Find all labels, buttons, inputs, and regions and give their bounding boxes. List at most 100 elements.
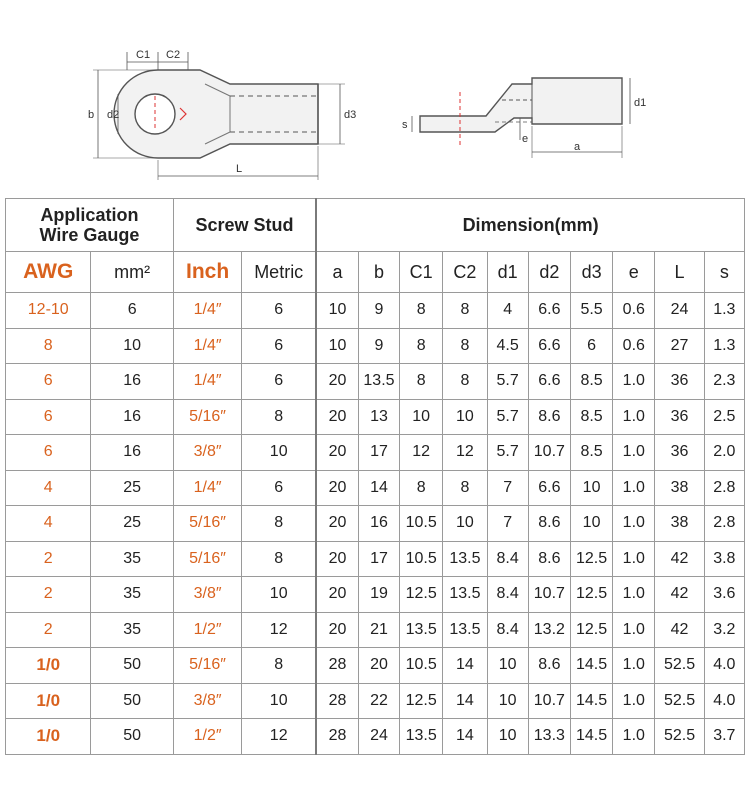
cell-dim: 14 — [442, 647, 488, 684]
cell-dim: 10 — [442, 505, 488, 542]
cell-dim: 9 — [357, 292, 401, 329]
cell-mm2: 25 — [90, 505, 174, 542]
cell-dim: 20 — [315, 576, 359, 613]
cell-dim: 3.7 — [703, 718, 746, 755]
cell-dim: 2.8 — [703, 469, 746, 506]
cell-metric: 8 — [241, 647, 317, 684]
label-b: b — [88, 109, 94, 121]
cell-dim: 1.0 — [612, 505, 656, 542]
cell-dim: 1.0 — [612, 611, 656, 648]
cell-dim: 1.0 — [612, 540, 656, 577]
cell-dim: 10.5 — [399, 647, 444, 684]
cell-dim: 52.5 — [654, 647, 705, 684]
header-dimension: Dimension(mm) — [315, 198, 746, 252]
cell-awg: 1/0 — [4, 682, 92, 719]
cell-mm2: 6 — [90, 292, 174, 329]
cell-dim: 6.6 — [527, 327, 571, 364]
header-screw-stud: Screw Stud — [172, 198, 317, 252]
cell-dim: 14 — [442, 718, 488, 755]
label-d3: d3 — [344, 109, 356, 121]
cell-dim: 12.5 — [569, 611, 614, 648]
subheader-s: s — [703, 251, 746, 293]
cell-dim: 13.5 — [399, 611, 444, 648]
label-L: L — [236, 163, 242, 175]
cell-mm2: 25 — [90, 469, 174, 506]
cell-dim: 27 — [654, 327, 705, 364]
cell-metric: 10 — [241, 576, 317, 613]
subheader-d2: d2 — [527, 251, 571, 293]
cell-dim: 13 — [357, 398, 401, 435]
cell-dim: 5.7 — [486, 363, 529, 400]
cell-awg: 4 — [4, 505, 92, 542]
cell-dim: 2.0 — [703, 434, 746, 471]
cell-dim: 13.5 — [442, 576, 488, 613]
cell-awg: 2 — [4, 576, 92, 613]
cell-dim: 36 — [654, 398, 705, 435]
subheader-c1: C1 — [399, 251, 444, 293]
cell-dim: 1.0 — [612, 398, 656, 435]
cell-dim: 4.5 — [486, 327, 529, 364]
cell-dim: 10 — [569, 505, 614, 542]
cell-dim: 8 — [442, 363, 488, 400]
cell-metric: 10 — [241, 434, 317, 471]
cell-dim: 36 — [654, 434, 705, 471]
lug-dimension-drawing: C1 C2 b d2 d3 L s e d1 a — [88, 49, 646, 180]
cell-dim: 1.0 — [612, 576, 656, 613]
cell-metric: 12 — [241, 718, 317, 755]
cell-dim: 36 — [654, 363, 705, 400]
cell-dim: 6 — [569, 327, 614, 364]
cell-dim: 20 — [315, 398, 359, 435]
cell-dim: 0.6 — [612, 327, 656, 364]
cell-dim: 42 — [654, 576, 705, 613]
cell-dim: 1.3 — [703, 327, 746, 364]
cell-metric: 6 — [241, 292, 317, 329]
cell-metric: 6 — [241, 327, 317, 364]
cell-dim: 10 — [486, 718, 529, 755]
cell-dim: 8 — [399, 327, 444, 364]
cell-dim: 2.5 — [703, 398, 746, 435]
subheader-a: a — [315, 251, 359, 293]
cell-awg: 6 — [4, 398, 92, 435]
label-c2: C2 — [166, 49, 180, 61]
cell-dim: 10.7 — [527, 434, 571, 471]
cell-dim: 10.7 — [527, 576, 571, 613]
cell-awg: 2 — [4, 540, 92, 577]
cell-dim: 20 — [315, 540, 359, 577]
cell-mm2: 35 — [90, 576, 174, 613]
cell-inch: 1/2″ — [172, 611, 243, 648]
cell-dim: 12.5 — [569, 576, 614, 613]
cell-dim: 8.4 — [486, 576, 529, 613]
cell-metric: 6 — [241, 363, 317, 400]
cell-inch: 3/8″ — [172, 434, 243, 471]
cell-dim: 8 — [442, 292, 488, 329]
cell-awg: 4 — [4, 469, 92, 506]
label-c1: C1 — [136, 49, 150, 61]
cell-dim: 0.6 — [612, 292, 656, 329]
cell-dim: 21 — [357, 611, 401, 648]
cell-inch: 3/8″ — [172, 682, 243, 719]
cell-dim: 24 — [654, 292, 705, 329]
label-d1: d1 — [634, 97, 646, 109]
cell-inch: 5/16″ — [172, 505, 243, 542]
cell-dim: 10 — [486, 647, 529, 684]
cell-dim: 12 — [399, 434, 444, 471]
cell-dim: 8 — [399, 363, 444, 400]
label-e: e — [522, 133, 528, 145]
cell-mm2: 16 — [90, 363, 174, 400]
cell-dim: 14.5 — [569, 718, 614, 755]
cell-dim: 1.0 — [612, 718, 656, 755]
cell-dim: 22 — [357, 682, 401, 719]
cell-dim: 52.5 — [654, 718, 705, 755]
cell-dim: 13.5 — [399, 718, 444, 755]
cell-inch: 1/4″ — [172, 292, 243, 329]
cell-dim: 20 — [315, 611, 359, 648]
cell-dim: 13.5 — [442, 540, 488, 577]
cell-dim: 4 — [486, 292, 529, 329]
spec-table: Application Wire Gauge Screw Stud Dimens… — [4, 198, 746, 755]
cell-awg: 6 — [4, 363, 92, 400]
